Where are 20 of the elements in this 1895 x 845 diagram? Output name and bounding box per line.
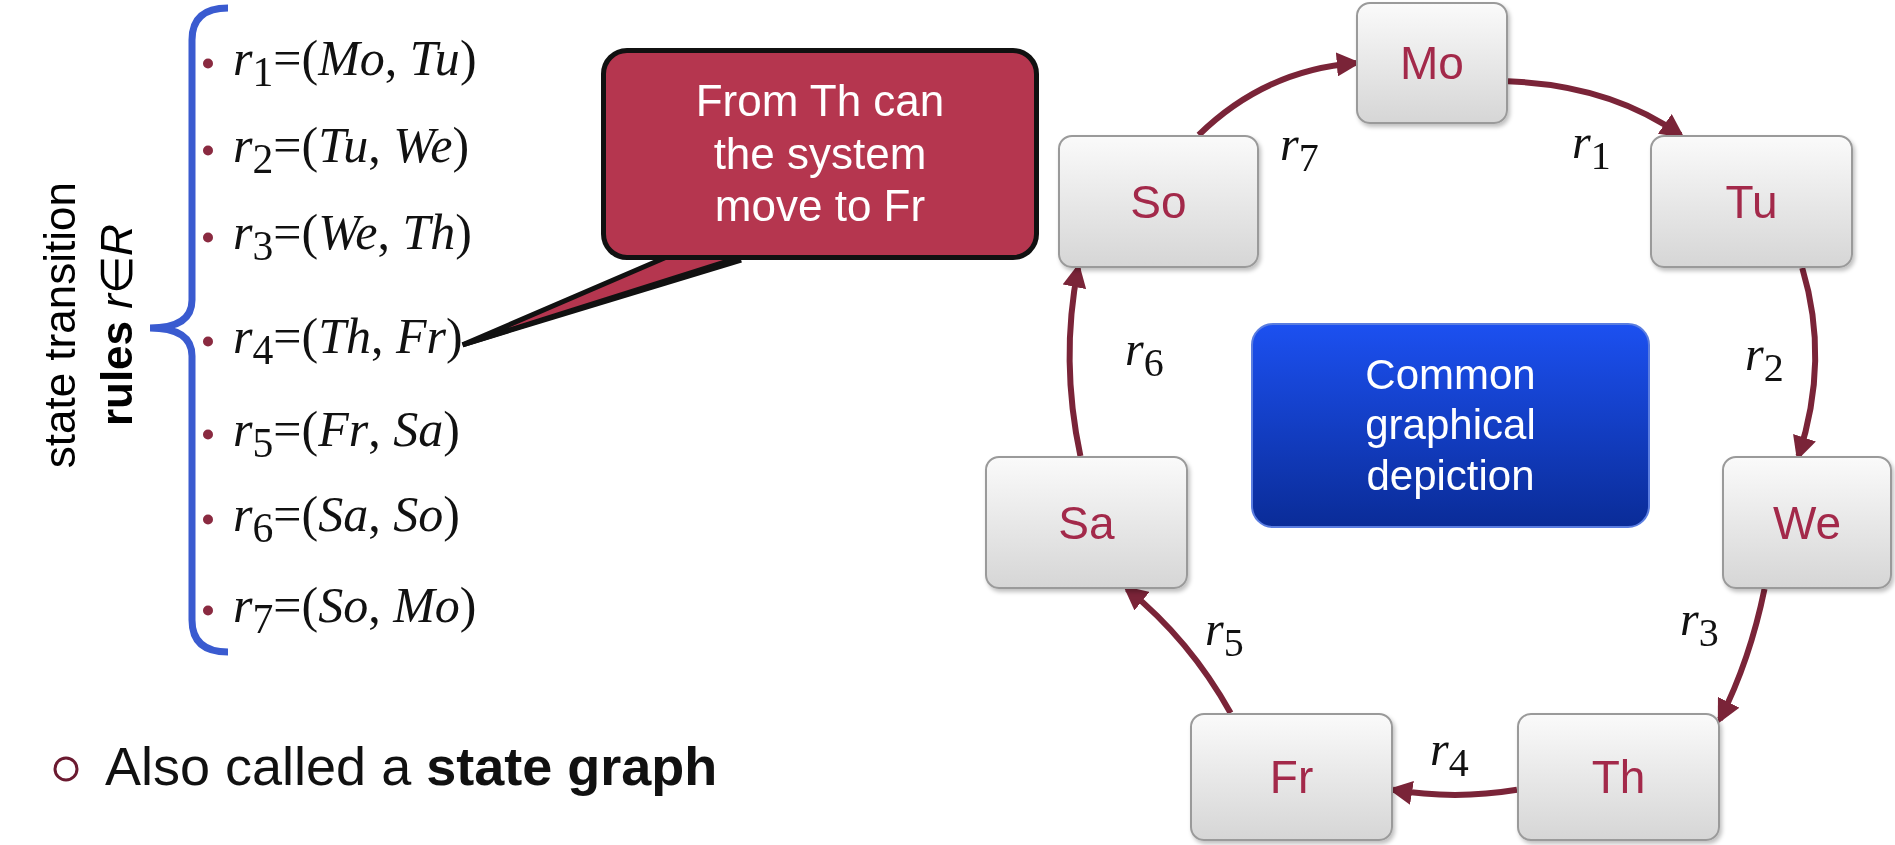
state-box: We bbox=[1722, 456, 1892, 589]
rule-text: r$_{3}$=(We, Th) bbox=[233, 204, 472, 271]
rule-text: r$_{5}$=(Fr, Sa) bbox=[233, 401, 460, 468]
state-box: So bbox=[1058, 135, 1259, 268]
note-text: Also called a state graph bbox=[105, 735, 718, 797]
state-box: Sa bbox=[985, 456, 1188, 589]
rule-text: r$_{6}$=(Sa, So) bbox=[233, 486, 460, 553]
rule-text: r$_{7}$=(So, Mo) bbox=[233, 577, 477, 644]
state-box: Mo bbox=[1356, 2, 1508, 124]
arrow bbox=[1507, 78, 1685, 138]
state-box: Tu bbox=[1650, 135, 1853, 268]
rule-text: r$_{2}$=(Tu, We) bbox=[233, 117, 470, 184]
rule-text: r$_{1}$=(Mo, Tu) bbox=[233, 30, 477, 97]
arrow bbox=[1717, 588, 1768, 724]
state-box: Th bbox=[1517, 713, 1720, 841]
rotated-label: rules r∈R bbox=[91, 223, 142, 429]
rule-text: r$_{4}$=(Th, Fr) bbox=[233, 308, 463, 375]
info-box: Common graphical depiction bbox=[1251, 323, 1650, 528]
state-box: Fr bbox=[1190, 713, 1393, 841]
rotated-label: state transition bbox=[33, 181, 85, 471]
